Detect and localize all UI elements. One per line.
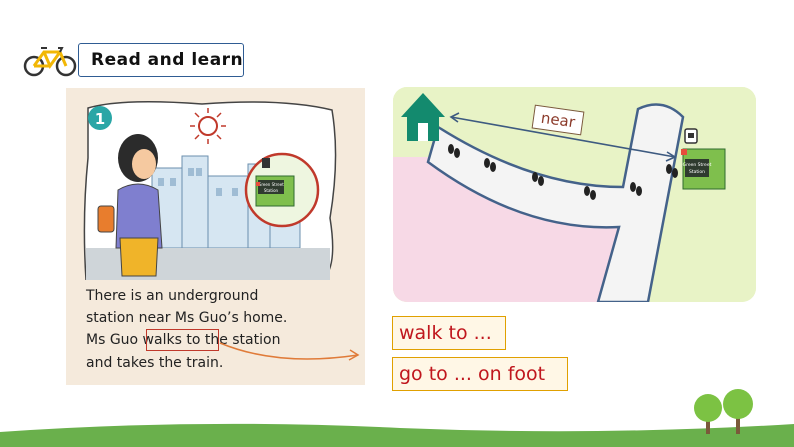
underground-icon	[684, 128, 698, 144]
story-line: station near Ms Guo’s home.	[86, 310, 288, 326]
panel-number: 1	[95, 110, 105, 128]
story-line: Ms Guo walks to the station	[86, 332, 281, 348]
title-box	[78, 43, 244, 77]
station-building: Green Street Station	[681, 148, 726, 190]
comic-illustration: 1 Green Street Station	[83, 101, 337, 280]
phrase-go-on-foot: go to ... on foot	[392, 357, 568, 391]
svg-text:Station: Station	[264, 188, 279, 193]
phrase-walk-to: walk to ...	[392, 316, 506, 350]
house-icon	[401, 93, 445, 141]
section-title: Read and learn	[91, 50, 244, 70]
route-map: Green Street Station	[393, 87, 756, 302]
trees-decoration	[694, 389, 753, 434]
bicycle-icon	[23, 47, 77, 77]
story-line: There is an underground	[86, 288, 259, 304]
highlight-walks-to	[146, 329, 219, 351]
pointer-arrow	[219, 342, 360, 361]
story-line: and takes the train.	[86, 355, 224, 371]
svg-text:Station: Station	[689, 169, 705, 175]
footprints-icon	[448, 144, 678, 200]
ground-strip	[0, 423, 794, 447]
svg-text:Green Street: Green Street	[258, 182, 284, 187]
svg-text:Green Street: Green Street	[683, 162, 712, 168]
